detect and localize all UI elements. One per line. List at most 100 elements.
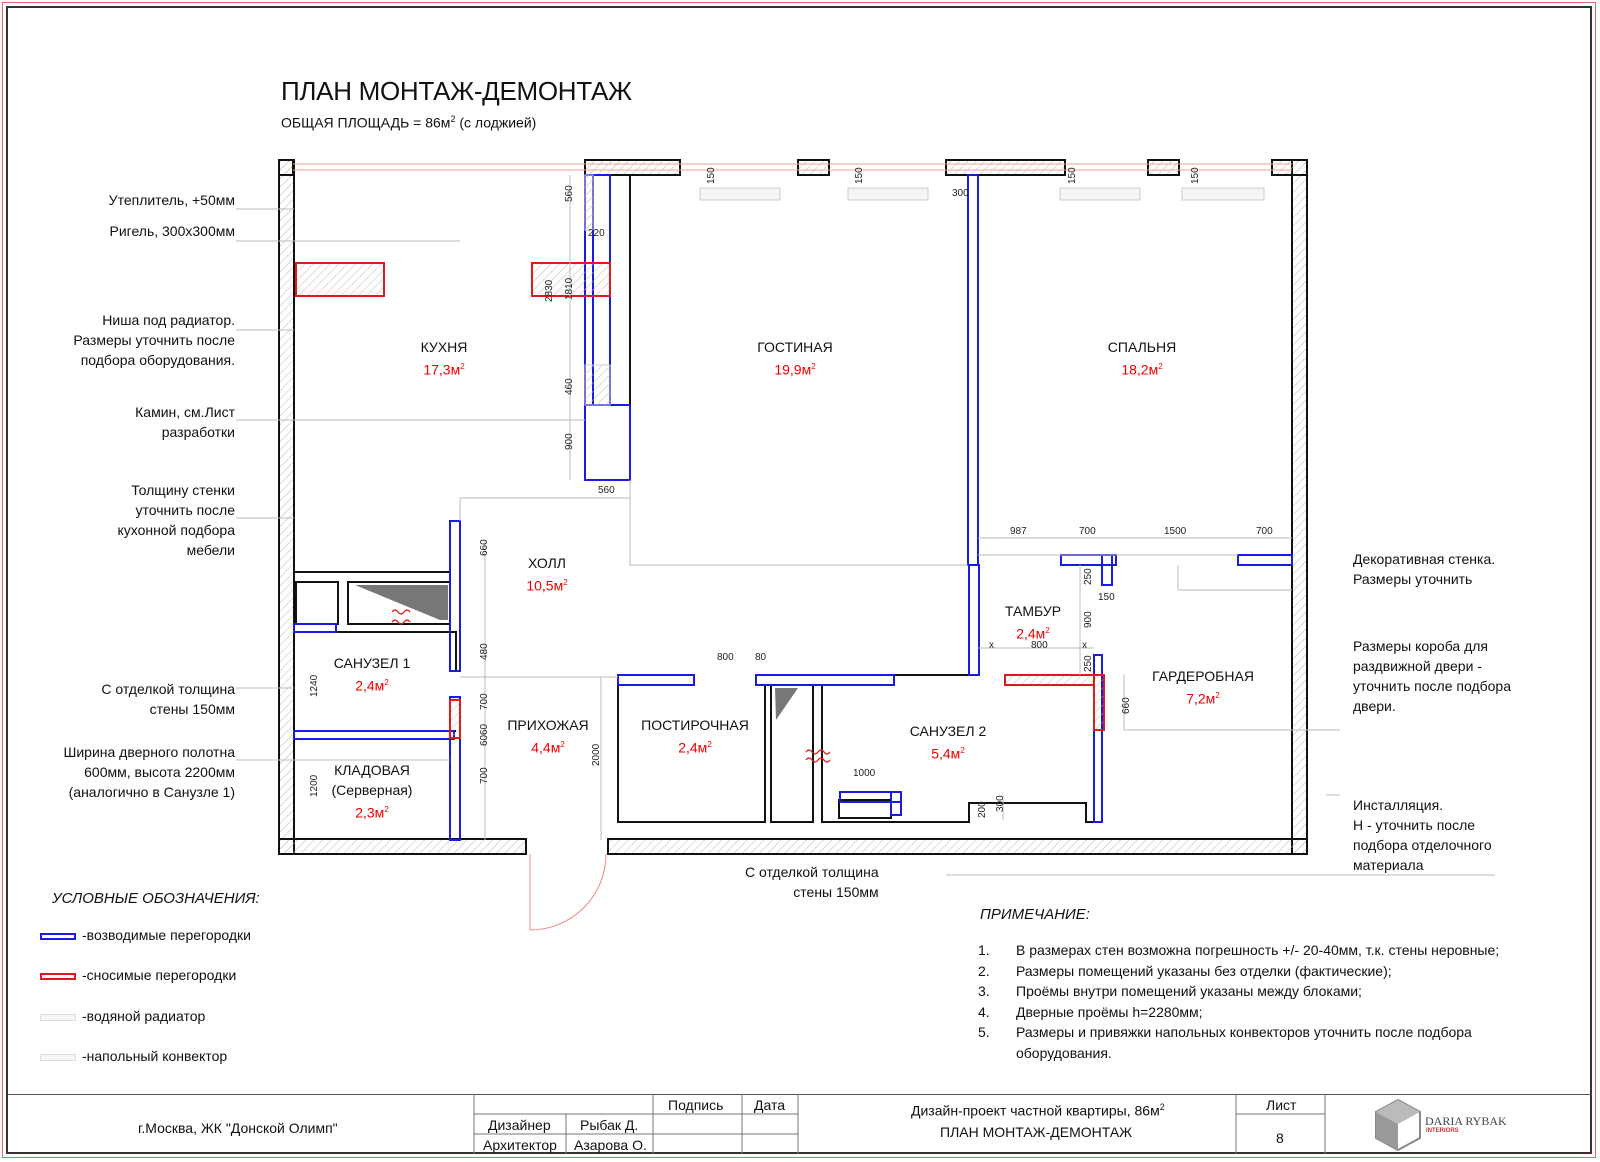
note-item: 4.Дверные проёмы h=2280мм; [978,1003,1203,1020]
stamp-sheet-label: Лист [1266,1097,1297,1113]
legend-swatch-blue [40,932,76,940]
dim-label: 800 [717,652,734,663]
dim-label: 460 [564,378,575,395]
legend-swatch-radiator [40,1013,76,1021]
note-item: 2.Размеры помещений указаны без отделки … [978,962,1392,979]
dim-label: 60 [479,723,490,735]
note-finish-150: С отделкой толщина стены 150мм [101,681,235,717]
legend-item-radiator: -водяной радиатор [40,1006,205,1026]
stamp-project: Дизайн-проект частной квартиры, 86м2 [911,1102,1165,1119]
dim-label: 300 [952,188,969,199]
legend-item-convector: -напольный конвектор [40,1046,227,1066]
note-item: 3.Проёмы внутри помещений указаны между … [978,983,1362,999]
stamp-name-architect: Азарова О. [574,1137,647,1153]
stamp-sheet-number: 8 [1276,1130,1284,1146]
note-door-width: Ширина дверного полотна 600мм, высота 22… [63,744,235,800]
dim-label: 2000 [591,743,602,766]
erected-partitions [293,174,1293,841]
dim-label: 1200 [309,774,320,797]
note-radiator-niche: Ниша под радиатор. Размеры уточнить посл… [73,312,235,368]
dim-label: 1000 [853,768,876,779]
note-item: 1.В размерах стен возможна погрешность +… [978,942,1500,958]
dim-label: 900 [1083,611,1094,628]
dim-label: 1240 [309,674,320,697]
stamp-sign-header: Подпись [668,1097,724,1113]
dim-label: 660 [1121,697,1132,714]
logo-text: DARIA RYBAK [1425,1114,1507,1128]
radiators [584,174,1265,406]
dim-label: 1810 [564,277,575,300]
stamp-top-line [8,1094,1592,1095]
dim-label: 560 [564,185,575,202]
note-item: 5.Размеры и привяжки напольных конвектор… [978,1024,1472,1061]
stamp-address: г.Москва, ЖК "Донской Олимп" [138,1120,338,1136]
note-installation: Инсталляция. Н - уточнить после подбора … [1353,797,1492,873]
sheet-inner-frame [6,6,1592,1154]
dim-label: x [1082,640,1087,651]
stamp-role-architect: Архитектор [483,1137,557,1153]
dim-label: 220 [588,228,605,239]
dim-label: 700 [1079,526,1096,537]
notes-list: 1.В размерах стен возможна погрешность +… [978,940,1536,1063]
stamp-name-designer: Рыбак Д. [580,1117,639,1133]
legend-item-demolished: -сносимые перегородки [40,965,236,985]
legend-swatch-red [40,972,76,980]
dim-label: 150 [706,167,717,184]
dim-label: 1500 [1164,526,1187,537]
dim-label: 987 [1010,526,1027,537]
page-subtitle: ОБЩАЯ ПЛОЩАДЬ = 86м2 (с лоджией) [281,114,537,131]
dim-label: 800 [1031,640,1048,651]
demolished-partitions [295,262,1105,739]
room-storage: КЛАДОВАЯ (Серверная)2,3м2 [331,762,413,821]
stamp-sheet-title: ПЛАН МОНТАЖ-ДЕМОНТАЖ [940,1124,1133,1140]
dim-label: 660 [479,539,490,556]
dim-label: 250 [1083,568,1094,585]
legend-item-erected: -возводимые перегородки [40,925,251,945]
legend-title: УСЛОВНЫЕ ОБОЗНАЧЕНИЯ: [52,890,260,907]
note-wall-thickness: Толщину стенки уточнить после кухонной п… [117,482,235,558]
note-bottom-finish: С отделкой толщина стены 150мм [745,864,879,900]
notes-title: ПРИМЕЧАНИЕ: [980,906,1090,923]
note-fireplace: Камин, см.Лист разработки [135,404,235,440]
logo-mark [1375,1098,1421,1152]
note-decor-wall: Декоративная стенка. Размеры уточнить [1353,551,1496,587]
dim-label: 700 [479,693,490,710]
stamp-role-designer: Дизайнер [488,1117,551,1133]
stamp-date-header: Дата [754,1097,786,1113]
logo-subtext: INTERIORS [1426,1128,1459,1134]
dim-label: 700 [1256,526,1273,537]
dim-label: 2830 [544,279,555,302]
dim-label: 900 [564,433,575,450]
dim-label: 150 [854,167,865,184]
note-insulation: Утеплитель, +50мм [108,192,235,208]
dim-label: 60 [479,734,490,746]
dim-label: 480 [479,643,490,660]
note-sliding-door-box: Размеры короба для раздвижной двери - ут… [1353,638,1511,714]
note-crossbar: Ригель, 300х300мм [109,223,236,239]
dim-label: 200 [977,801,988,818]
dim-label: 150 [1067,167,1078,184]
dim-label: 250 [1083,655,1094,672]
dim-label: 700 [479,767,490,784]
dim-label: x [989,640,994,651]
legend-swatch-convector [40,1053,76,1061]
page-title: ПЛАН МОНТАЖ-ДЕМОНТАЖ [281,76,632,106]
dim-label: 560 [598,485,615,496]
dim-label: 150 [1098,592,1115,603]
dim-label: 80 [755,652,767,663]
dimension-labels: 150 150 300 150 150 560 220 2830 1810 46… [309,167,1273,818]
dim-label: 300 [995,795,1006,812]
dim-label: 150 [1190,167,1201,184]
